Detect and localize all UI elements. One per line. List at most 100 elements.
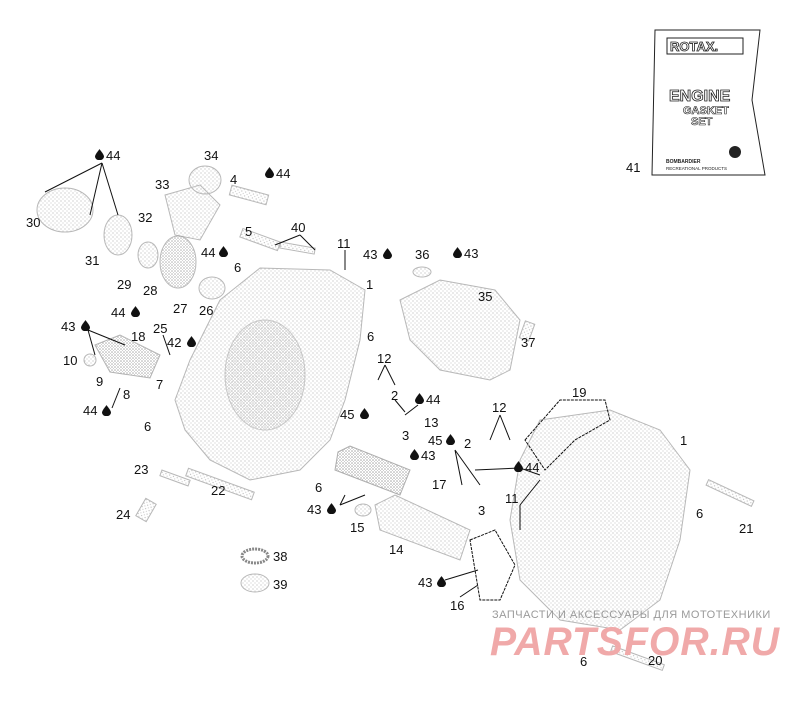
oil-drop-icon — [410, 449, 419, 460]
kit-footer2: RECREATIONAL PRODUCTS — [666, 166, 727, 171]
callout-3: 3 — [402, 428, 409, 443]
callout-42: 42 — [167, 335, 181, 350]
callout-1: 1 — [680, 433, 687, 448]
crankcase-bore-part — [224, 319, 306, 431]
callout-24: 24 — [116, 507, 130, 522]
callout-13: 13 — [424, 415, 438, 430]
callout-40: 40 — [291, 220, 305, 235]
callout-30: 30 — [26, 215, 40, 230]
part-36 — [412, 266, 432, 278]
oil-drop-icon — [437, 576, 446, 587]
leader-43-low — [444, 569, 479, 581]
watermark-tagline: ЗАПЧАСТИ И АКСЕССУАРЫ ДЛЯ МОТОТЕХНИКИ — [492, 609, 771, 621]
callout-20: 20 — [648, 653, 662, 668]
part-24 — [135, 497, 157, 523]
part-29 — [137, 241, 159, 269]
oil-drop-icon — [219, 246, 228, 257]
watermark: ЗАПЧАСТИ И АКСЕССУАРЫ ДЛЯ МОТОТЕХНИКИ PA… — [490, 609, 779, 664]
kit-brand-plate — [666, 37, 744, 55]
leader-12a — [377, 364, 396, 386]
part-22 — [185, 467, 255, 501]
leader-43-18 — [87, 329, 126, 356]
part-30 — [36, 187, 94, 233]
oil-drop-icon — [95, 149, 104, 160]
callout-43: 43 — [61, 319, 75, 334]
callout-43: 43 — [363, 247, 377, 262]
leader-16 — [459, 584, 479, 598]
callout-19: 19 — [572, 385, 586, 400]
part-13 — [334, 445, 411, 496]
oil-drop-icon — [383, 248, 392, 259]
oil-drop-icon — [415, 393, 424, 404]
leader-2a — [394, 399, 406, 413]
callout-5: 5 — [245, 224, 252, 239]
oil-drop-icon — [265, 167, 274, 178]
callout-3: 3 — [478, 503, 485, 518]
part-20 — [609, 645, 665, 672]
callout-12: 12 — [377, 351, 391, 366]
callout-44: 44 — [276, 166, 290, 181]
kit-title-line2: GASKET — [683, 105, 729, 117]
leader-45-2 — [454, 449, 481, 486]
oil-callout-labels: 44 44 44 44 44 44 44 43 43 43 43 43 43 4… — [61, 148, 539, 590]
callout-18: 18 — [131, 329, 145, 344]
callout-14: 14 — [389, 542, 403, 557]
callout-6: 6 — [234, 260, 241, 275]
callout-44: 44 — [426, 392, 440, 407]
callout-6: 6 — [696, 506, 703, 521]
leader-44-right — [474, 467, 541, 476]
leader-44-mid — [404, 404, 419, 416]
part-21 — [705, 479, 755, 507]
callout-26: 26 — [199, 303, 213, 318]
part-37 — [518, 320, 536, 342]
leader-8 — [111, 387, 121, 409]
part-10 — [83, 353, 97, 367]
callout-37: 37 — [521, 335, 535, 350]
callout-7: 7 — [156, 377, 163, 392]
callout-39: 39 — [273, 577, 287, 592]
part-19-gasket — [524, 399, 611, 471]
callout-6: 6 — [367, 329, 374, 344]
cylinder-part — [399, 279, 521, 381]
callout-1: 1 — [366, 277, 373, 292]
callout-44: 44 — [525, 460, 539, 475]
part-5 — [239, 227, 282, 252]
callout-23: 23 — [134, 462, 148, 477]
callout-8: 8 — [123, 387, 130, 402]
oil-drop-icon — [327, 503, 336, 514]
callout-21: 21 — [739, 521, 753, 536]
callout-28: 28 — [143, 283, 157, 298]
leader-11b — [519, 479, 541, 530]
leader-40 — [274, 234, 316, 251]
callout-32: 32 — [138, 210, 152, 225]
callout-22: 22 — [211, 483, 225, 498]
oil-drop-icon — [360, 408, 369, 419]
parts-group — [36, 165, 755, 672]
crankcase-right-part — [509, 409, 691, 631]
part-38 — [240, 547, 270, 565]
part-34 — [188, 165, 222, 195]
callout-11: 11 — [505, 491, 519, 506]
part-15 — [354, 503, 372, 517]
callout-41: 41 — [626, 160, 640, 175]
part-28 — [159, 235, 197, 289]
part-16-gasket — [469, 529, 516, 601]
leader-lines — [44, 162, 541, 598]
callout-44: 44 — [106, 148, 120, 163]
oil-drop-icon — [446, 434, 455, 445]
callout-38: 38 — [273, 549, 287, 564]
leader-44a — [44, 162, 119, 216]
oil-drop-icon — [131, 306, 140, 317]
callout-17: 17 — [432, 477, 446, 492]
callout-9: 9 — [96, 374, 103, 389]
callout-6: 6 — [144, 419, 151, 434]
kit-box-outline — [651, 29, 766, 176]
part-26 — [198, 276, 226, 300]
kit-title-line3: SET — [691, 116, 713, 128]
oil-drop-icon — [453, 247, 462, 258]
callout-10: 10 — [63, 353, 77, 368]
callout-16: 16 — [450, 598, 464, 613]
part-31 — [103, 214, 133, 256]
callout-43: 43 — [421, 448, 435, 463]
callout-33: 33 — [155, 177, 169, 192]
